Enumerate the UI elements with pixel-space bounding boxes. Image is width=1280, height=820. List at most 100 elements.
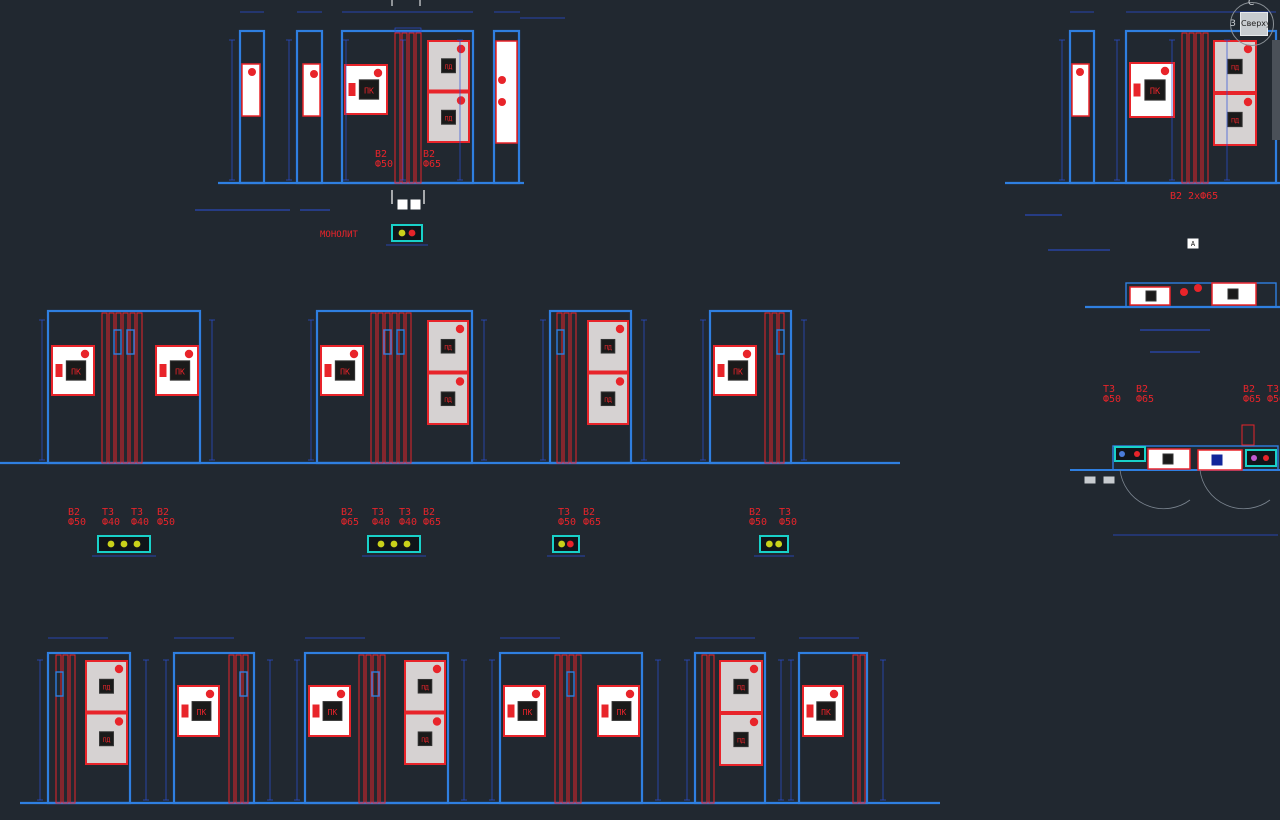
- pd-label: ПД: [421, 684, 429, 691]
- pk-valve-box: [322, 701, 343, 721]
- cabinet-narrow: [1071, 63, 1090, 117]
- pk-hose: [601, 704, 609, 718]
- pipe-diameter-label: Ф40: [399, 517, 417, 528]
- manifold-port: [377, 540, 385, 548]
- riser-pipe: [575, 654, 582, 804]
- riser-pipe: [384, 312, 391, 464]
- pipe-diameter-label: Ф50: [558, 517, 576, 528]
- wall-outline: [238, 29, 266, 185]
- port: [1119, 451, 1125, 457]
- pk-hose: [348, 83, 356, 96]
- riser-pipe: [852, 654, 859, 804]
- riser-pipe: [415, 32, 422, 184]
- pd-label: ПД: [737, 684, 745, 692]
- pd-valve: [1243, 44, 1253, 54]
- pk-label: ПК: [340, 367, 350, 377]
- pd-valve-box: [1227, 111, 1243, 128]
- navigation-bar[interactable]: [1272, 40, 1280, 140]
- section-a-label: А: [1191, 240, 1196, 248]
- meter: [239, 671, 248, 697]
- meter: [396, 329, 405, 355]
- pipe-label: Т3: [372, 507, 384, 518]
- small-tag: [1084, 476, 1096, 484]
- riser-pipe: [69, 654, 76, 804]
- meter: [126, 329, 135, 355]
- pd-label: ПД: [444, 397, 452, 404]
- section-marker: [397, 199, 408, 210]
- manifold-port: [133, 540, 141, 548]
- pk-hose: [1133, 83, 1141, 97]
- pipe-label: Т3: [131, 507, 143, 518]
- wall-outline: [46, 651, 132, 805]
- valve: [1076, 68, 1084, 76]
- pd-valve-box: [600, 338, 616, 354]
- pd-valve: [432, 664, 442, 674]
- plan-niche: [1112, 445, 1279, 471]
- riser-pipe: [1181, 32, 1188, 184]
- port: [1134, 451, 1140, 457]
- pd-label: ПД: [103, 737, 111, 744]
- small-tag: [1103, 476, 1115, 484]
- pipe-label: Т3: [102, 507, 114, 518]
- view-cube-face[interactable]: Сверху: [1240, 12, 1271, 36]
- valve: [498, 76, 506, 84]
- pipe-label: Т3: [1103, 384, 1115, 395]
- pk-label: ПК: [197, 708, 207, 717]
- pipe-diameter-label: Ф40: [372, 517, 390, 528]
- manifold: [552, 535, 580, 553]
- pd-cabinet: [587, 320, 629, 373]
- pd-valve: [615, 377, 625, 386]
- pipe-diameter-label: Ф50: [1103, 394, 1121, 405]
- riser-pipe: [108, 312, 115, 464]
- riser-pipe: [1195, 32, 1202, 184]
- riser-pipe: [394, 32, 401, 184]
- riser-pipe: [570, 312, 577, 464]
- valve: [498, 98, 506, 106]
- pk-valve: [80, 349, 90, 359]
- riser-pipe: [398, 312, 405, 464]
- riser-pipe: [1188, 32, 1195, 184]
- valve: [310, 70, 318, 78]
- monolith-label: МОНОЛИТ: [320, 230, 359, 240]
- manifold-port: [558, 540, 566, 548]
- pk-valve: [531, 689, 541, 699]
- view-cube[interactable]: Сверху С З: [1228, 0, 1280, 52]
- riser-pipe: [377, 312, 384, 464]
- pd-label: ПД: [445, 64, 453, 71]
- riser-pipe: [561, 654, 568, 804]
- pk-valve-box: [191, 701, 212, 721]
- compass-west-label: З: [1230, 19, 1236, 29]
- wall-outline: [693, 651, 767, 805]
- manifold-port: [408, 229, 416, 237]
- pk-hose: [507, 704, 515, 718]
- pipe-label: Т3: [779, 507, 791, 518]
- pk-valve: [1160, 66, 1170, 76]
- view-cube-ring[interactable]: [1230, 2, 1274, 46]
- pk-valve-box: [334, 360, 356, 381]
- meter: [776, 329, 785, 355]
- riser-pipe: [554, 654, 561, 804]
- plan-manifold: [1245, 449, 1277, 467]
- pipe-diameter-label: Ф50: [1267, 394, 1280, 405]
- pipe-label: В2: [341, 507, 353, 518]
- riser-pipe: [55, 654, 62, 804]
- manifold-port: [120, 540, 128, 548]
- pd-valve-box: [733, 678, 749, 695]
- manifold: [391, 224, 423, 242]
- v2-2x65-label: В2 2хФ65: [1170, 191, 1218, 202]
- riser-pipe: [556, 312, 563, 464]
- riser-pipe: [391, 312, 398, 464]
- pd-valve: [114, 664, 124, 674]
- pd-valve-box: [600, 391, 616, 407]
- port: [1263, 455, 1269, 461]
- pk-valve: [373, 68, 383, 78]
- pd-valve-box: [440, 391, 456, 407]
- riser-pipe: [242, 654, 249, 804]
- pipe-diameter-label: Ф65: [341, 517, 359, 528]
- manifold-port: [107, 540, 115, 548]
- door-swing: [1199, 469, 1271, 510]
- riser-pipe: [778, 312, 785, 464]
- pipe-diameter-label: Ф40: [131, 517, 149, 528]
- pd-valve: [749, 717, 759, 727]
